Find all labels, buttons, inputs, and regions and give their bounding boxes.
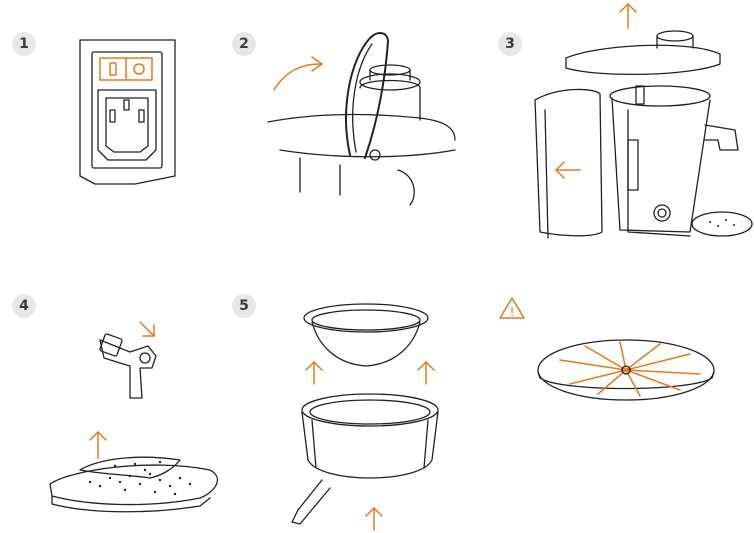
- juicer-disassembly-icon: [535, 4, 752, 238]
- warning-symbol: !: [510, 305, 515, 319]
- lid-clamp-icon: [268, 33, 455, 205]
- warning-triangle-icon: !: [500, 298, 524, 319]
- bowls-icon: [292, 304, 438, 530]
- power-switch-socket-icon: [80, 40, 175, 184]
- grater-disc-icon: [538, 340, 714, 400]
- spout-and-filter-icon: [50, 322, 217, 512]
